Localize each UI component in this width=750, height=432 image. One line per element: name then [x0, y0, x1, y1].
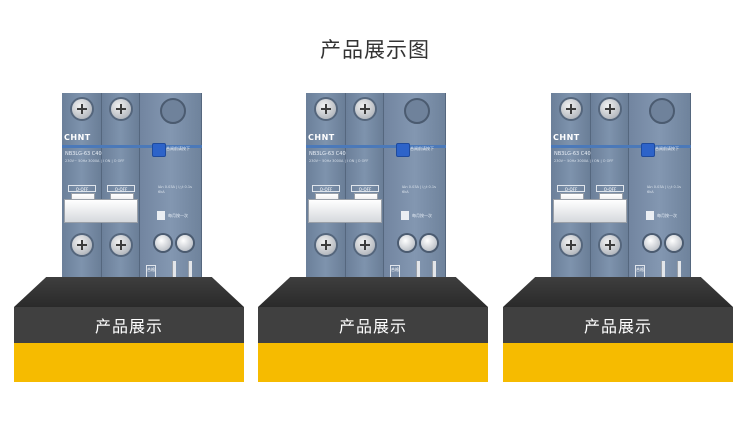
test-note: 合闸前请按下: [166, 146, 190, 151]
test-note: 合闸前请按下: [410, 146, 434, 151]
terminal-icon: [399, 235, 415, 251]
product-display-2: CHNT NB3LG-63 C40 230V~ 50Hz 3000A | I O…: [258, 0, 488, 432]
terminal-screw-icon: [355, 235, 375, 255]
terminal-icon: [666, 235, 682, 251]
leakage-module: [140, 93, 202, 293]
test-button[interactable]: [152, 143, 166, 157]
model-text: NB3LG-63 C40: [65, 151, 102, 157]
terminal-screw-icon: [561, 235, 581, 255]
terminal-screw-icon: [600, 99, 620, 119]
model-text: NB3LG-63 C40: [309, 151, 346, 157]
terminal-screw-icon: [72, 235, 92, 255]
product-display-1: CHNT NB3LG-63 C40 230V~ 50Hz 3000A | I O…: [14, 0, 244, 432]
pedestal-label: 产品展示: [258, 307, 488, 343]
reset-indicator: [401, 211, 409, 220]
spec-text: 230V~ 50Hz 3000A | I ON | O OFF: [554, 159, 614, 163]
spec-text: 230V~ 50Hz 3000A | I ON | O OFF: [309, 159, 369, 163]
indicator-ring-icon: [649, 98, 675, 124]
terminal-icon: [421, 235, 437, 251]
brand-logo: CHNT: [553, 133, 580, 142]
brand-logo: CHNT: [64, 133, 91, 142]
leakage-module: [629, 93, 691, 293]
label-band: [306, 145, 446, 148]
indicator-ring-icon: [160, 98, 186, 124]
sensitivity-text: IΔn 0.03A | I△t 0.1s 6kA: [158, 185, 192, 194]
off-label: O-OFF: [107, 185, 135, 192]
reset-indicator: [646, 211, 654, 220]
terminal-screw-icon: [600, 235, 620, 255]
terminal-screw-icon: [355, 99, 375, 119]
off-label: O-OFF: [596, 185, 624, 192]
wire: [661, 261, 665, 287]
wire: [416, 261, 420, 287]
circuit-breaker: CHNT NB3LG-63 C40 230V~ 50Hz 3000A | I O…: [551, 93, 691, 293]
indicator-ring-icon: [404, 98, 430, 124]
terminal-screw-icon: [316, 99, 336, 119]
terminal-screw-icon: [316, 235, 336, 255]
terminal-icon: [644, 235, 660, 251]
page-title: 产品展示图: [320, 38, 430, 62]
terminal-screw-icon: [561, 99, 581, 119]
handle-bar[interactable]: [553, 199, 627, 223]
label-band: [551, 145, 691, 148]
pedestal-base: [258, 343, 488, 382]
sensitivity-text: IΔn 0.03A | I△t 0.1s 6kA: [402, 185, 436, 194]
test-button[interactable]: [396, 143, 410, 157]
product-display-3: CHNT NB3LG-63 C40 230V~ 50Hz 3000A | I O…: [503, 0, 733, 432]
circuit-breaker: CHNT NB3LG-63 C40 230V~ 50Hz 3000A | I O…: [306, 93, 446, 293]
reset-note: 每月按一次: [412, 213, 432, 218]
test-button[interactable]: [641, 143, 655, 157]
off-label: O-OFF: [312, 185, 340, 192]
reset-indicator: [157, 211, 165, 220]
pedestal-top: [14, 277, 244, 307]
terminal-icon: [155, 235, 171, 251]
wire: [188, 261, 192, 287]
model-text: NB3LG-63 C40: [554, 151, 591, 157]
terminal-icon: [177, 235, 193, 251]
terminal-screw-icon: [111, 235, 131, 255]
pedestal-top: [258, 277, 488, 307]
off-label: O-OFF: [351, 185, 379, 192]
off-label: O-OFF: [557, 185, 585, 192]
pedestal-label: 产品展示: [503, 307, 733, 343]
reset-note: 每月按一次: [168, 213, 188, 218]
label-band: [62, 145, 202, 148]
pedestal-base: [14, 343, 244, 382]
reset-note: 每月按一次: [657, 213, 677, 218]
wire: [677, 261, 681, 287]
pedestal-label: 产品展示: [14, 307, 244, 343]
leakage-module: [384, 93, 446, 293]
brand-logo: CHNT: [308, 133, 335, 142]
sensitivity-text: IΔn 0.03A | I△t 0.1s 6kA: [647, 185, 681, 194]
wire: [172, 261, 176, 287]
test-note: 合闸前请按下: [655, 146, 679, 151]
handle-bar[interactable]: [64, 199, 138, 223]
off-label: O-OFF: [68, 185, 96, 192]
terminal-screw-icon: [111, 99, 131, 119]
pedestal-top: [503, 277, 733, 307]
handle-bar[interactable]: [308, 199, 382, 223]
pedestal-base: [503, 343, 733, 382]
circuit-breaker: CHNT NB3LG-63 C40 230V~ 50Hz 3000A | I O…: [62, 93, 202, 293]
wire: [432, 261, 436, 287]
terminal-screw-icon: [72, 99, 92, 119]
spec-text: 230V~ 50Hz 3000A | I ON | O OFF: [65, 159, 125, 163]
